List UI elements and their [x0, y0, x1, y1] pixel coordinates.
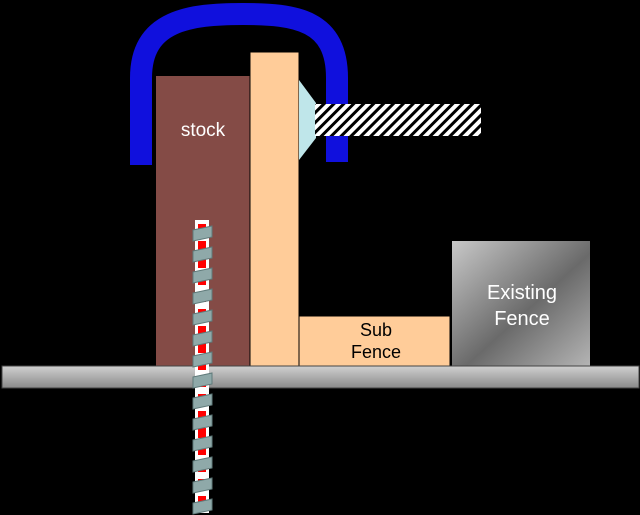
blade-tooth	[192, 414, 213, 431]
blade-core-segment	[198, 411, 206, 421]
blade-tooth	[192, 351, 213, 368]
blade-core-segment	[198, 445, 206, 455]
blade-tooth	[192, 225, 213, 242]
blade-tooth	[192, 498, 213, 515]
blade-core-segment	[198, 428, 206, 438]
blade-tooth	[192, 393, 213, 410]
blade-tooth	[192, 477, 213, 494]
blade-core-segment	[198, 241, 206, 251]
blade-tooth	[192, 309, 213, 326]
clamp-pad-icon	[299, 80, 316, 160]
blade-core-segment	[198, 326, 206, 336]
blade-tooth	[192, 456, 213, 473]
existing-fence-label-line2: Fence	[494, 308, 550, 330]
c-clamp-icon	[130, 2, 348, 165]
existing-fence-label-line1: Existing	[486, 282, 558, 304]
blade-core-segment	[198, 258, 206, 268]
blade-tooth	[192, 267, 213, 284]
blade-tooth	[192, 435, 213, 452]
sub-fence-label: Sub Fence	[303, 319, 449, 363]
sub-fence-label-line1: Sub	[359, 320, 393, 340]
saw-table	[1, 365, 640, 389]
sub-fence-horizontal	[298, 315, 451, 367]
sub-fence-vertical	[249, 51, 300, 367]
blade-tooth	[192, 246, 213, 263]
hatched-screw-icon	[315, 104, 481, 136]
stock-label: stock	[180, 120, 226, 141]
saw-blade-icon	[192, 220, 213, 515]
blade-core-segment	[198, 343, 206, 353]
existing-fence-block	[452, 241, 590, 366]
sub-fence-label-line2: Fence	[350, 342, 402, 362]
blade-tooth	[192, 330, 213, 347]
existing-fence-label: Existing Fence	[454, 280, 590, 332]
blade-tooth	[192, 372, 213, 389]
blade-tooth	[192, 288, 213, 305]
